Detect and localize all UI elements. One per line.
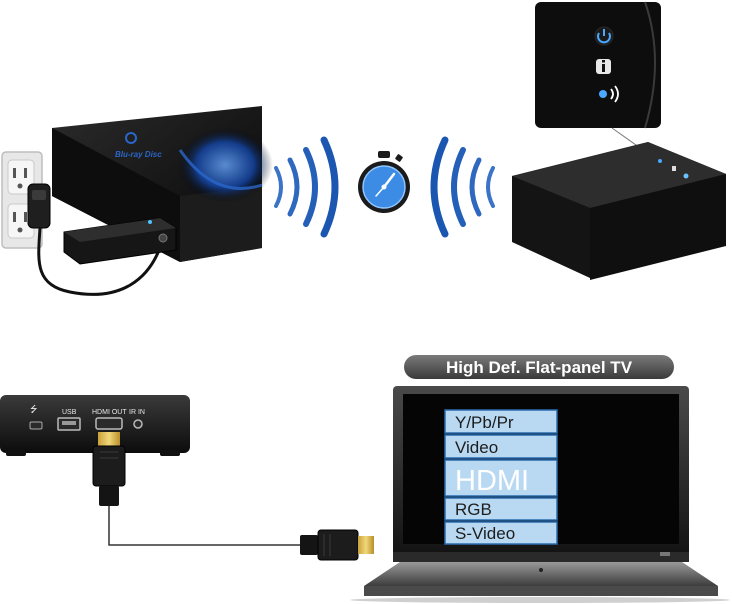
power-adapter: [28, 184, 50, 228]
indicator-closeup: [535, 2, 661, 128]
menu-item-3[interactable]: RGB: [445, 498, 557, 520]
hdmi-out-port: [96, 418, 122, 429]
hdmi-out-label: HDMI OUT: [92, 409, 127, 416]
hdmi-cable: [109, 506, 305, 545]
menu-item-1[interactable]: Video: [445, 435, 557, 458]
menu-item-0[interactable]: Y/Pb/Pr: [445, 410, 557, 433]
info-icon: [596, 59, 611, 74]
wireless-receiver-box: [512, 142, 726, 280]
blu-ray-brand-text: Blu-ray Disc: [115, 150, 162, 159]
usb-symbol-icon: ⭍: [30, 404, 38, 415]
menu-item-label: S-Video: [455, 524, 515, 543]
menu-item-label: Y/Pb/Pr: [455, 413, 514, 432]
menu-item-4[interactable]: S-Video: [445, 522, 557, 544]
tv-input-menu: Y/Pb/Pr Video HDMI RGB S-Video: [445, 410, 557, 544]
usb-label: USB: [62, 409, 77, 416]
menu-item-label: Video: [455, 438, 498, 457]
ir-in-label: IR IN: [129, 409, 145, 416]
ir-in-port: [134, 420, 142, 428]
menu-item-2[interactable]: HDMI: [445, 460, 557, 497]
signal-waves-right: [434, 140, 493, 234]
wireless-transmitter-dongle: [64, 218, 176, 264]
hdmi-connector-bottom: [300, 530, 374, 560]
tv-banner: High Def. Flat-panel TV: [404, 355, 674, 379]
menu-item-label: HDMI: [455, 465, 529, 497]
stopwatch-icon: [358, 151, 410, 213]
signal-waves-left: [276, 140, 335, 234]
menu-item-label: RGB: [455, 500, 492, 519]
tv-banner-text: High Def. Flat-panel TV: [446, 358, 633, 377]
mini-usb-port: [30, 422, 42, 429]
power-icon: [595, 27, 613, 45]
